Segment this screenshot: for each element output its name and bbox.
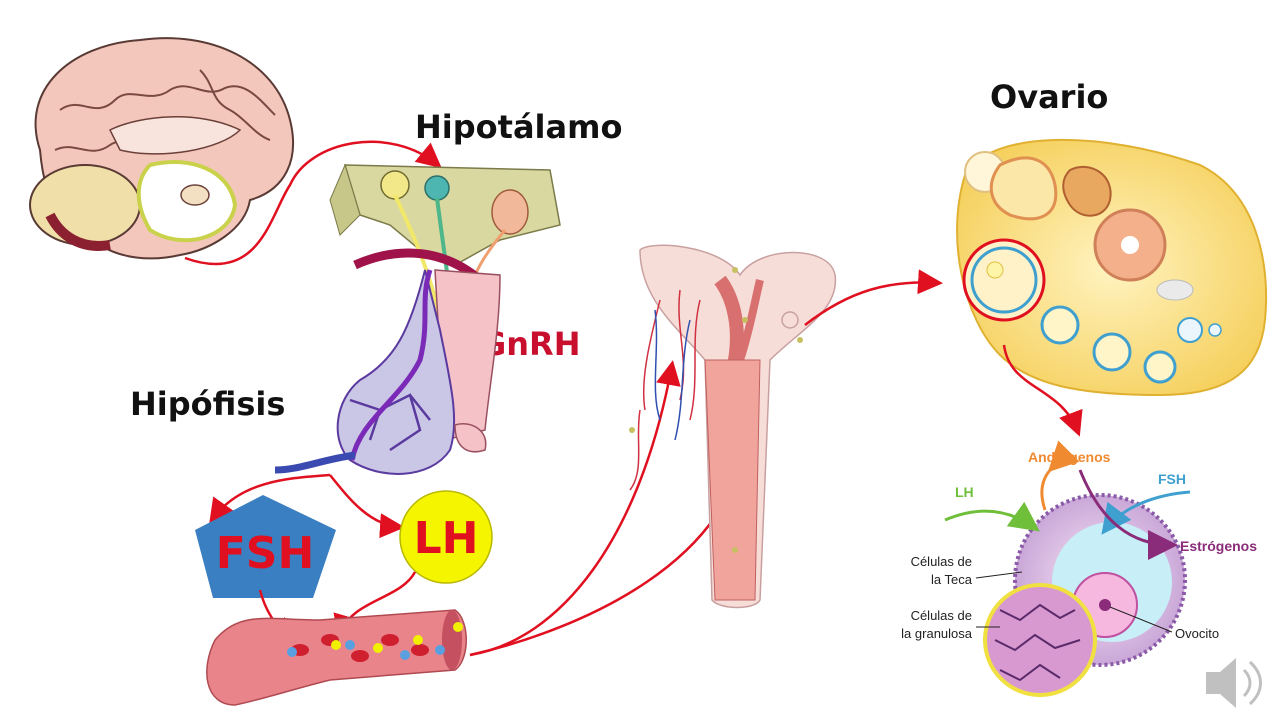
label-estrogens: Estrógenos bbox=[1180, 538, 1257, 554]
label-ovary: Ovario bbox=[990, 78, 1108, 116]
label-follicle-fsh: FSH bbox=[1158, 471, 1186, 487]
fsh-shape: FSH bbox=[195, 495, 336, 598]
label-androgens: Andrógenos bbox=[1028, 449, 1111, 465]
label-follicle-lh: LH bbox=[955, 484, 974, 500]
label-hypothalamus: Hipotálamo bbox=[415, 108, 622, 146]
label-granulosa-line1: Células de bbox=[911, 608, 972, 623]
arrow-follicle-fsh bbox=[1101, 490, 1191, 535]
arrow-pituitary-to-lh bbox=[329, 474, 405, 539]
label-theca-line1: Células de bbox=[911, 554, 972, 569]
label-fsh: FSH bbox=[216, 528, 315, 579]
blood-vessel-icon bbox=[206, 609, 467, 706]
label-oocyte: Ovocito bbox=[1175, 626, 1219, 641]
brain-icon bbox=[29, 37, 295, 260]
ovary-icon bbox=[956, 138, 1268, 397]
arrow-estrogens bbox=[1078, 469, 1178, 560]
arrow-androgens bbox=[1040, 440, 1080, 511]
follicle-icon bbox=[983, 493, 1187, 697]
arrow-vessel-to-uterus bbox=[469, 360, 681, 657]
label-granulosa-line2: la granulosa bbox=[901, 626, 973, 641]
arrow-brain-to-hypothalamus bbox=[184, 140, 442, 266]
label-pituitary: Hipófisis bbox=[130, 385, 285, 423]
arrow-ovary-to-follicle bbox=[1002, 344, 1083, 437]
pointer-theca bbox=[975, 571, 1023, 579]
arrow-pituitary-to-fsh bbox=[209, 473, 331, 525]
speaker-icon[interactable] bbox=[1206, 658, 1262, 708]
pointer-oocyte bbox=[1109, 606, 1173, 633]
hypothalamus-pituitary-icon bbox=[274, 163, 561, 475]
arrow-follicle-lh bbox=[944, 501, 1040, 532]
label-theca-line2: la Teca bbox=[931, 572, 973, 587]
label-lh: LH bbox=[414, 513, 479, 564]
uterus-icon bbox=[629, 244, 837, 609]
arrow-to-ovary bbox=[804, 269, 943, 326]
lh-shape: LH bbox=[399, 490, 493, 584]
